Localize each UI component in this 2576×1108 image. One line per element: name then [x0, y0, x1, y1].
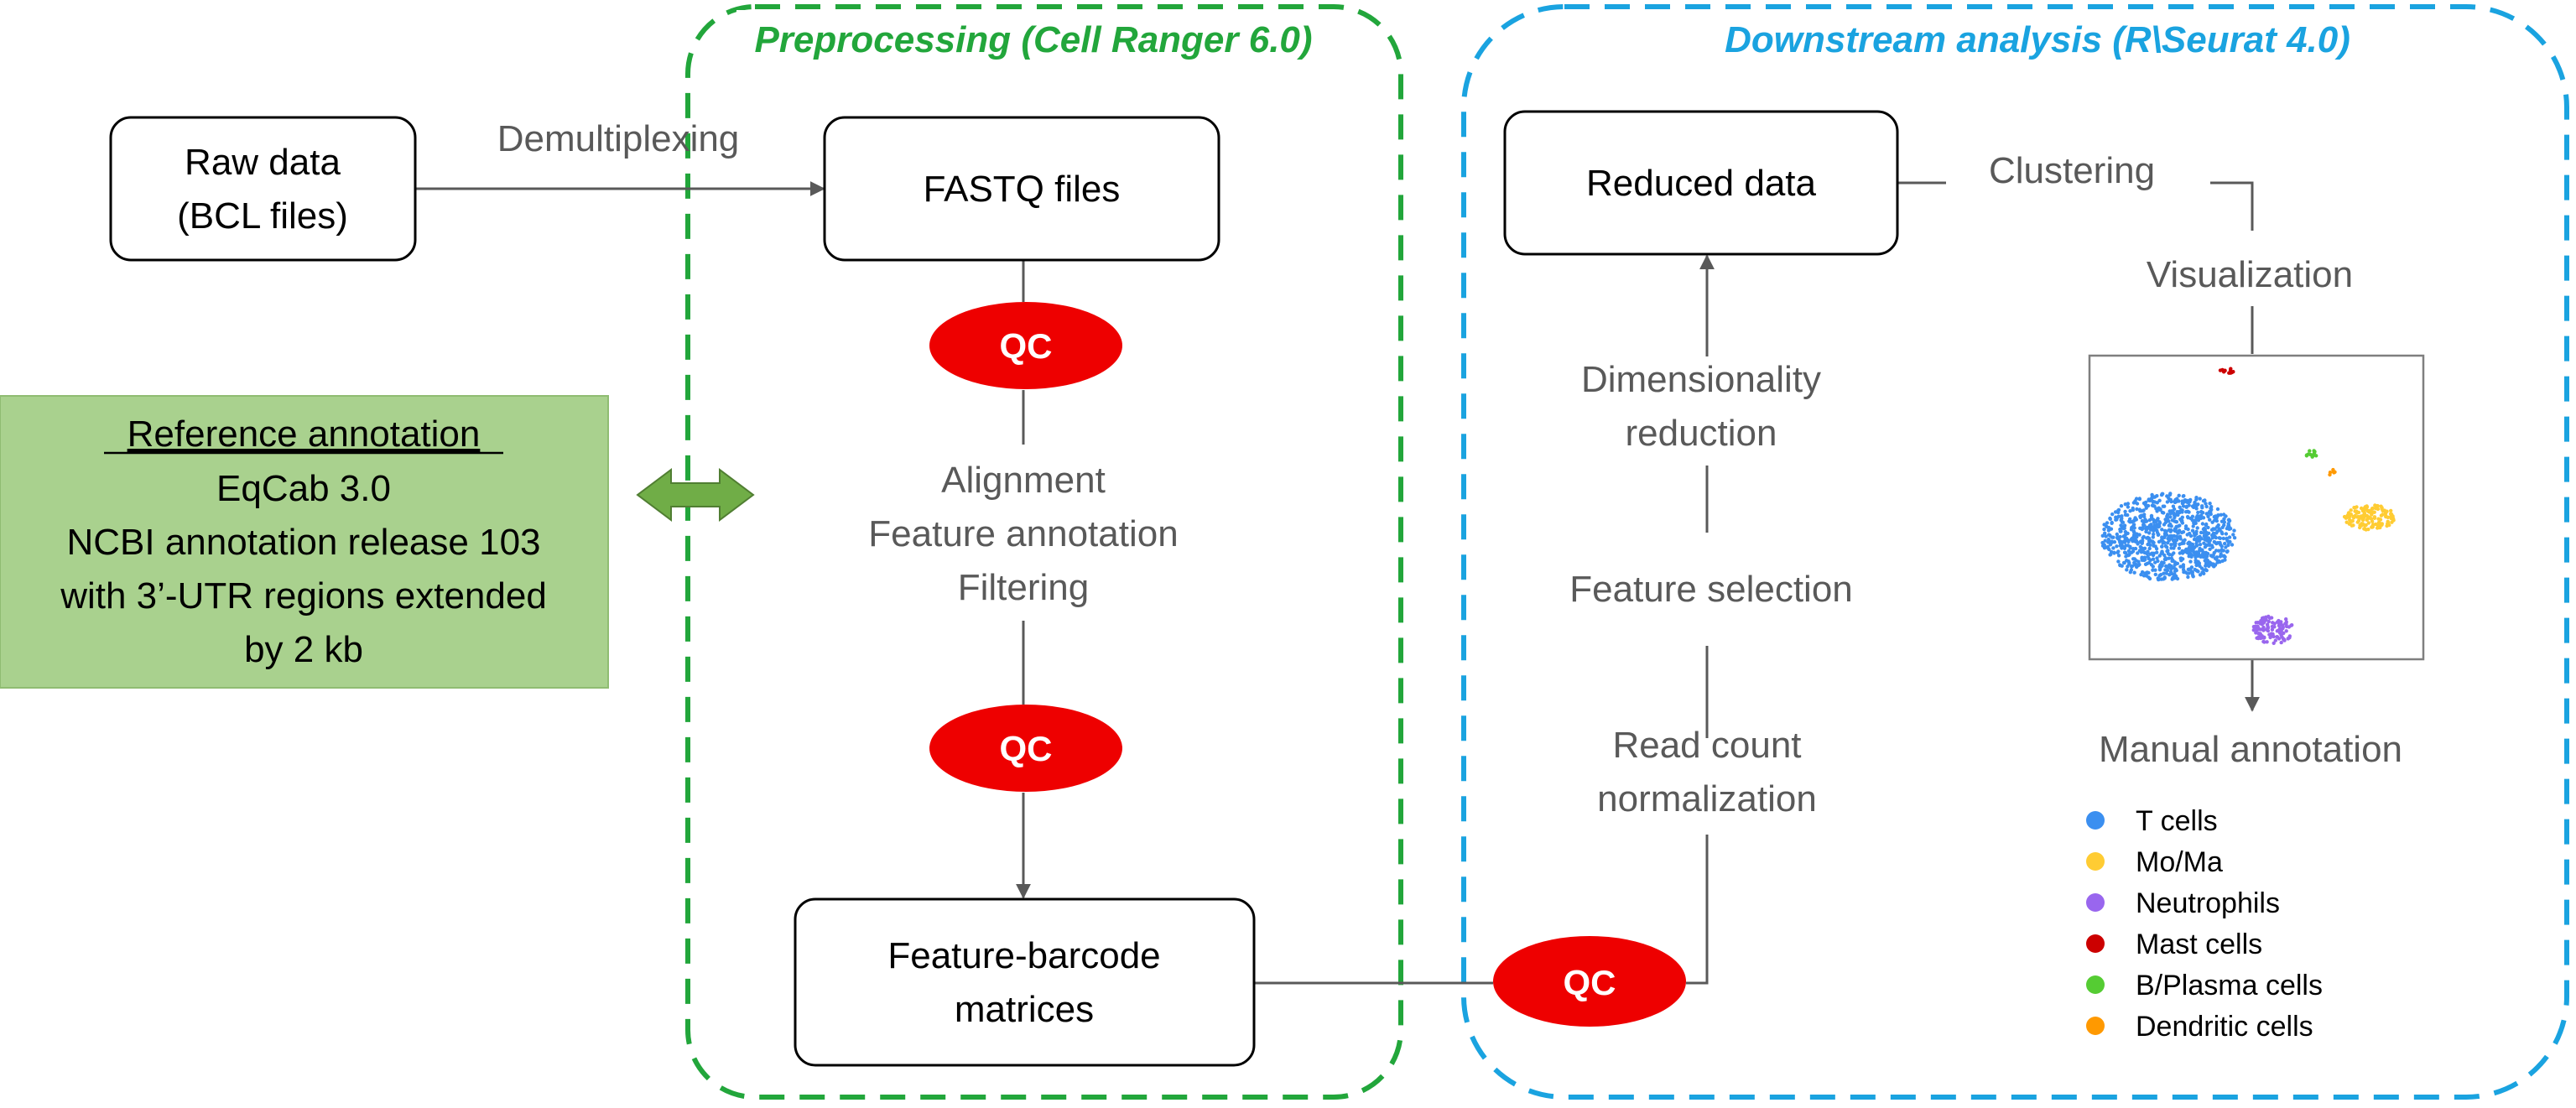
legend-label: Neutrophils: [2136, 887, 2280, 919]
qc-badge-matrices: QC: [1493, 936, 1686, 1027]
fastq-files-box: FASTQ files: [823, 116, 1220, 262]
legend-item: Mo/Ma: [2086, 846, 2223, 878]
downstream-title: Downstream analysis (R\Seurat 4.0): [1725, 19, 2350, 60]
qc-badge-fastq: QC: [929, 302, 1122, 389]
raw-data-box: Raw data (BCL files): [109, 116, 417, 262]
svg-text:Read count: Read count: [1612, 725, 1801, 766]
legend-swatch: [2086, 934, 2105, 953]
svg-text:Alignment: Alignment: [941, 460, 1106, 501]
svg-text:Feature annotation: Feature annotation: [868, 513, 1178, 554]
legend-swatch: [2086, 893, 2105, 912]
svg-text:Reduced data: Reduced data: [1586, 163, 1817, 204]
svg-text:Raw data: Raw data: [185, 142, 341, 183]
svg-text:by 2 kb: by 2 kb: [244, 629, 363, 670]
double-arrow-icon: [636, 468, 755, 522]
dim-reduction-step: Dimensionality reduction: [1581, 359, 1821, 454]
svg-text:(BCL files): (BCL files): [177, 195, 348, 237]
visualization-label: Visualization: [2147, 254, 2353, 295]
legend-label: T cells: [2136, 805, 2218, 837]
legend-item: Mast cells: [2086, 929, 2262, 960]
legend-label: Mo/Ma: [2136, 846, 2223, 878]
legend-label: Mast cells: [2136, 929, 2262, 960]
read-count-step: Read count normalization: [1597, 725, 1817, 819]
reduced-data-box: Reduced data: [1503, 110, 1899, 256]
svg-text:Reference annotation: Reference annotation: [127, 414, 481, 455]
svg-text:Dimensionality: Dimensionality: [1581, 359, 1821, 400]
svg-text:Feature-barcode: Feature-barcode: [887, 935, 1160, 976]
svg-text:QC: QC: [1000, 729, 1053, 768]
demultiplexing-label: Demultiplexing: [497, 118, 740, 159]
svg-text:reduction: reduction: [1625, 413, 1777, 454]
svg-text:QC: QC: [1564, 963, 1616, 1002]
svg-text:NCBI annotation release 103: NCBI annotation release 103: [66, 522, 540, 563]
legend-swatch: [2086, 852, 2105, 871]
qc-badge-alignment: QC: [929, 705, 1122, 792]
legend-item: B/Plasma cells: [2086, 970, 2323, 1001]
svg-text:with 3’-UTR regions extended: with 3’-UTR regions extended: [60, 575, 547, 616]
svg-text:EqCab 3.0: EqCab 3.0: [216, 468, 391, 509]
svg-text:matrices: matrices: [955, 989, 1094, 1030]
legend-item: Dendritic cells: [2086, 1011, 2313, 1043]
legend-item: T cells: [2086, 805, 2218, 837]
legend-label: Dendritic cells: [2136, 1011, 2313, 1043]
svg-text:QC: QC: [1000, 326, 1053, 366]
feature-selection-step: Feature selection: [1569, 569, 1853, 610]
legend-item: Neutrophils: [2086, 887, 2280, 919]
alignment-step: Alignment Feature annotation Filtering: [868, 460, 1178, 608]
manual-annotation-label: Manual annotation: [2099, 729, 2402, 770]
preprocessing-frame: [685, 4, 1403, 1100]
umap-plot: [2088, 354, 2425, 661]
svg-text:Filtering: Filtering: [958, 567, 1090, 608]
clustering-label: Clustering: [1989, 150, 2155, 191]
legend-label: B/Plasma cells: [2136, 970, 2323, 1001]
preprocessing-title: Preprocessing (Cell Ranger 6.0): [754, 19, 1312, 60]
svg-text:normalization: normalization: [1597, 778, 1817, 819]
reference-annotation-box: Reference annotation EqCab 3.0 NCBI anno…: [0, 395, 609, 689]
feature-barcode-box: Feature-barcode matrices: [794, 897, 1256, 1067]
legend-swatch: [2086, 975, 2105, 994]
legend-swatch: [2086, 811, 2105, 830]
legend-swatch: [2086, 1017, 2105, 1035]
svg-text:FASTQ files: FASTQ files: [924, 169, 1121, 210]
downstream-frame: [1461, 4, 2569, 1100]
